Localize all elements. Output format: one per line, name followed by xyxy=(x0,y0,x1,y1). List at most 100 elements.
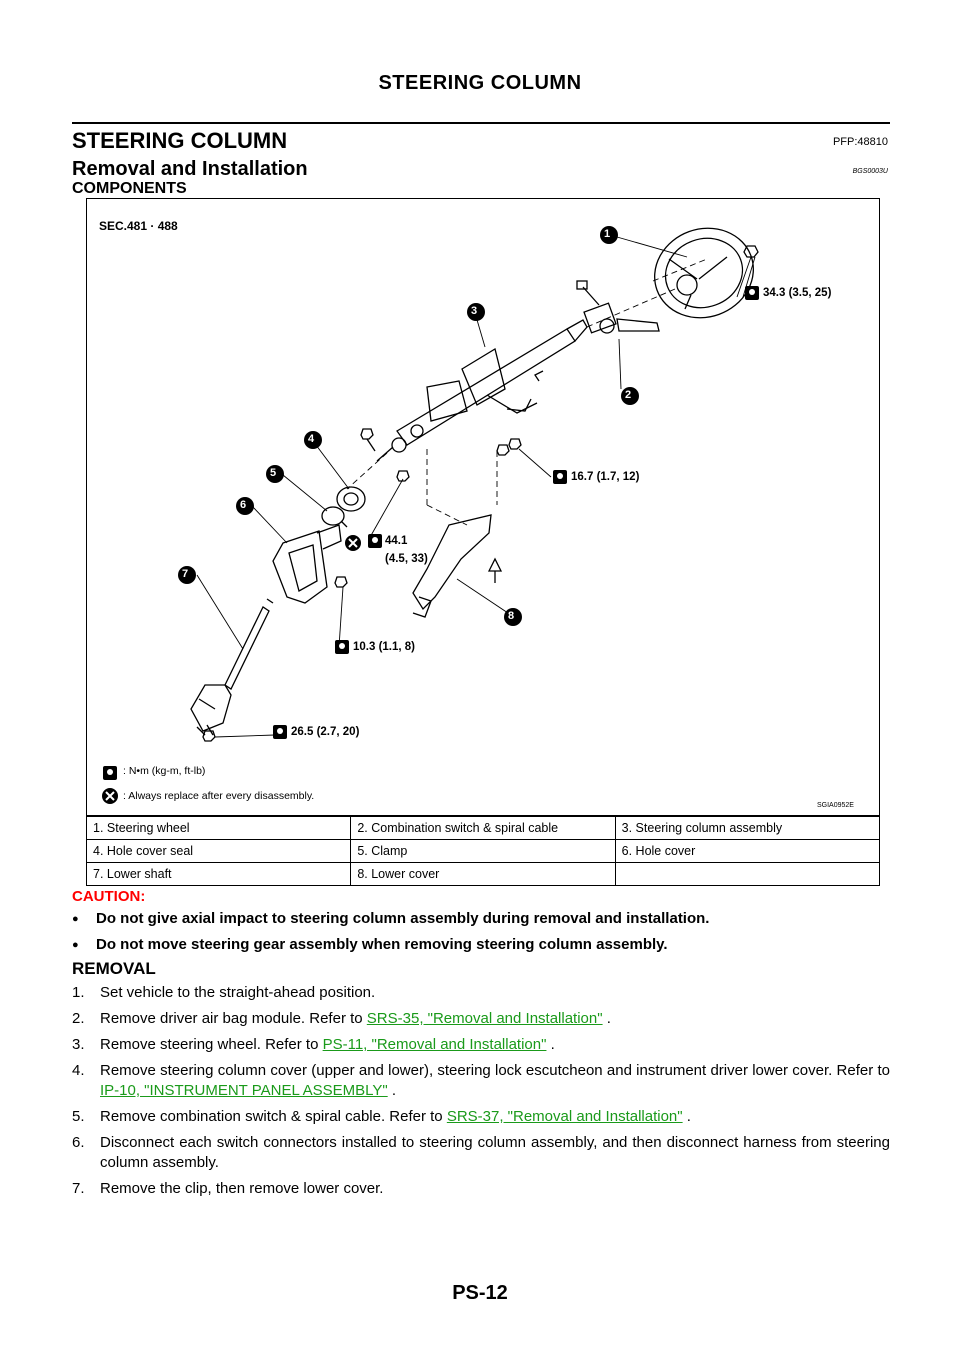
steering-wheel-drawing xyxy=(654,227,754,319)
step-number: 6. xyxy=(72,1134,85,1151)
wheel-nut-drawing xyxy=(743,245,759,258)
step-number: 5. xyxy=(72,1108,85,1125)
callout-7 xyxy=(178,566,196,584)
table-cell xyxy=(614,862,881,886)
page-number: PS-12 xyxy=(452,1282,508,1304)
table-cell: 6. Hole cover xyxy=(614,839,881,863)
torque-icons xyxy=(103,286,759,780)
step-item: 7. Remove the clip, then remove lower cov… xyxy=(72,1179,890,1199)
exploded-view-drawing xyxy=(102,226,759,804)
column-bolt-drawing xyxy=(360,428,376,452)
lower-cover-drawing xyxy=(412,514,492,618)
step-text: Remove steering column cover (upper and … xyxy=(100,1062,890,1079)
callout-3 xyxy=(467,303,485,321)
torque-label-2: 16.7 (1.7, 12) xyxy=(571,471,640,483)
combination-switch-drawing xyxy=(576,280,660,334)
step-text: Remove steering wheel. Refer to xyxy=(100,1036,323,1053)
table-cell: 7. Lower shaft xyxy=(85,862,352,886)
step-number: 7. xyxy=(72,1180,85,1197)
caution-item: Do not move steering gear assembly when … xyxy=(72,932,709,958)
step-item: 1. Set vehicle to the straight-ahead posi… xyxy=(72,983,890,1003)
step-text: Set vehicle to the straight-ahead positi… xyxy=(100,984,376,1001)
step-text-end: . xyxy=(387,1082,397,1099)
small-nut-drawing xyxy=(396,470,410,482)
step-number: 4. xyxy=(72,1062,85,1079)
xref-link-ps-11[interactable]: PS-11, "Removal and Installation" xyxy=(322,1036,547,1053)
step-text: Disconnect each switch connectors instal… xyxy=(100,1134,890,1171)
torque-icon-marks xyxy=(107,289,755,775)
table-cell: 3. Steering column assembly xyxy=(614,816,881,840)
torque-label-4: 10.3 (1.1, 8) xyxy=(353,641,416,653)
figure-id: SGIA0952E xyxy=(817,802,854,809)
table-cell: 4. Hole cover seal xyxy=(85,839,352,863)
step-number: 1. xyxy=(72,984,85,1001)
callout-7-label: 7 xyxy=(182,568,189,580)
table-row: 1. Steering wheel 2. Combination switch … xyxy=(85,816,881,840)
table-cell: 2. Combination switch & spiral cable xyxy=(350,816,616,840)
removal-title: REMOVAL xyxy=(72,959,156,978)
step-text: Remove driver air bag module. Refer to xyxy=(100,1010,367,1027)
removal-steps: 1. Set vehicle to the straight-ahead posi… xyxy=(72,983,890,1205)
step-number: 3. xyxy=(72,1036,85,1053)
section-code: PFP:48810 xyxy=(832,136,888,148)
torque-label-1: 34.3 (3.5, 25) xyxy=(763,287,832,299)
table-cell: 1. Steering wheel xyxy=(85,816,352,840)
legend-torque: : N•m (kg-m, ft-lb) xyxy=(123,765,206,777)
step-item: 2. Remove driver air bag module. Refer to… xyxy=(72,1009,890,1029)
step-item: 3. Remove steering wheel. Refer to PS-11,… xyxy=(72,1035,890,1055)
lower-shaft-drawing xyxy=(190,598,274,736)
clamp-drawing xyxy=(321,506,348,528)
step-text-end: . xyxy=(682,1108,691,1125)
step-text-end: . xyxy=(546,1036,555,1053)
hole-cover-nut-drawing xyxy=(334,576,348,588)
running-header: STEERING COLUMN xyxy=(378,72,582,94)
exploded-view-figure: SEC.481 · 488 1 2 3 4 5 6 7 8 34.3 (3.5,… xyxy=(86,198,880,816)
step-text-end: . xyxy=(602,1010,611,1027)
callout-5-label: 5 xyxy=(270,467,277,479)
callout-6-label: 6 xyxy=(240,499,247,511)
xref-link-srs-35[interactable]: SRS-35, "Removal and Installation" xyxy=(366,1010,603,1027)
callout-4-label: 4 xyxy=(308,433,315,445)
caution-item: Do not give axial impact to steering col… xyxy=(72,906,709,932)
step-number: 2. xyxy=(72,1010,85,1027)
callout-4 xyxy=(304,431,322,449)
parts-table: 1. Steering wheel 2. Combination switch … xyxy=(85,816,881,886)
table-cell: 5. Clamp xyxy=(350,839,616,863)
callout-3-label: 3 xyxy=(471,305,478,317)
torque-label-5: 26.5 (2.7, 20) xyxy=(291,726,360,738)
hole-cover-drawing xyxy=(272,524,342,604)
lower-shaft-bolt-drawing xyxy=(196,726,216,742)
callout-8-label: 8 xyxy=(508,610,515,622)
callout-1 xyxy=(600,226,618,244)
step-item: 4. Remove steering column cover (upper an… xyxy=(72,1061,890,1101)
hole-cover-seal-drawing xyxy=(336,486,366,512)
section-title: STEERING COLUMN xyxy=(72,128,288,153)
callout-1-label: 1 xyxy=(604,228,611,240)
replace-icons xyxy=(102,535,361,804)
section-reference: SEC.481 · 488 xyxy=(99,219,178,233)
clip-drawing xyxy=(487,557,503,583)
torque-label-3-unit: (4.5, 33) xyxy=(385,553,428,565)
caution-list: Do not give axial impact to steering col… xyxy=(72,906,709,958)
callout-5 xyxy=(266,465,284,483)
step-item: 5. Remove combination switch & spiral cab… xyxy=(72,1107,890,1127)
xref-link-srs-37[interactable]: SRS-37, "Removal and Installation" xyxy=(446,1108,683,1125)
xref-link-ip-10[interactable]: IP-10, "INSTRUMENT PANEL ASSEMBLY" xyxy=(100,1082,388,1099)
column-nut-drawing xyxy=(496,438,522,456)
step-text: Remove the clip, then remove lower cover… xyxy=(100,1180,384,1197)
callout-8 xyxy=(504,608,522,626)
step-text: Remove combination switch & spiral cable… xyxy=(100,1108,447,1125)
legend-replace: : Always replace after every disassembly… xyxy=(123,790,315,802)
table-cell: 8. Lower cover xyxy=(350,862,616,886)
callout-2 xyxy=(621,387,639,405)
callout-circles xyxy=(178,226,639,626)
step-item: 6. Disconnect each switch connectors inst… xyxy=(72,1133,890,1173)
steering-column-drawing xyxy=(376,319,588,462)
subsection-code: BGS0003U xyxy=(852,168,888,175)
table-row: 4. Hole cover seal 5. Clamp 6. Hole cove… xyxy=(85,839,881,863)
caution-title: CAUTION: xyxy=(72,888,146,905)
table-row: 7. Lower shaft 8. Lower cover xyxy=(85,862,881,886)
callout-2-label: 2 xyxy=(625,389,632,401)
subsection-title: Removal and Installation xyxy=(72,158,308,180)
